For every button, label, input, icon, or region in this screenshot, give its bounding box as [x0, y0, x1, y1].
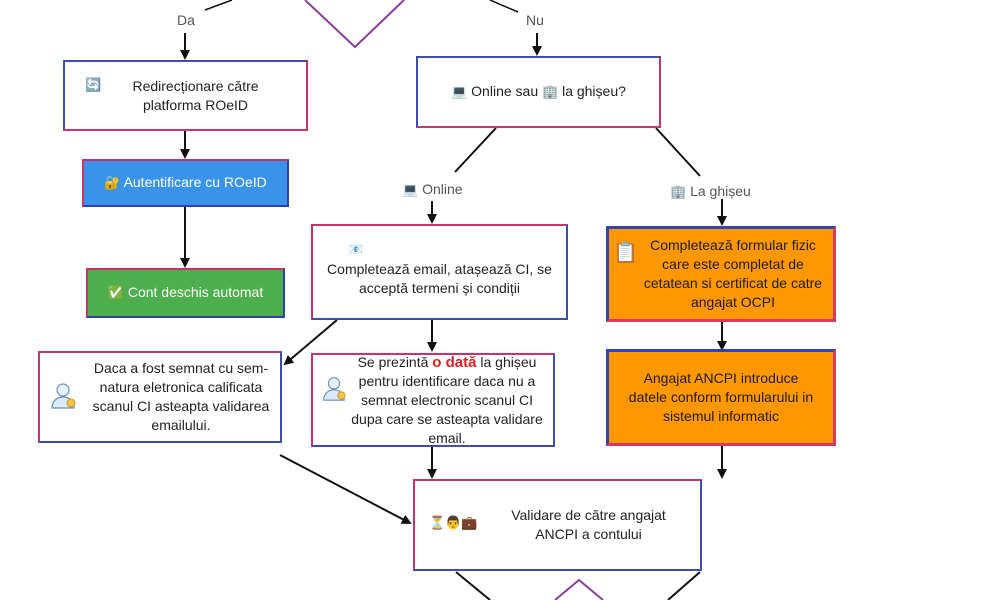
decision-diamond-bottom	[554, 578, 604, 600]
validare-icons: ⏳👨💼	[429, 516, 478, 531]
node-validare-cont: ⏳👨💼 Validare de către angajat ANCPI a co…	[413, 479, 702, 571]
node-redirect-roeid: 🔄 Redirecționare către platforma ROeID	[63, 60, 308, 131]
node-prezinta-ghiseu: Se prezintă o dată la ghișeu pentru iden…	[311, 353, 555, 447]
connector-online-branch	[454, 127, 497, 173]
clipboard-icon: 📋	[613, 240, 638, 264]
node-cont-text: ✅ Cont deschis automat	[107, 284, 264, 301]
node-completeaza-email: 📧 Completează email, atașează CI, se acc…	[311, 224, 568, 320]
label-la-ghiseu: 🏢 La ghișeu	[670, 183, 751, 200]
office-building-icon: 🏢	[670, 185, 687, 200]
node-validare-text: Validare de către angajat ANCPI a contul…	[511, 507, 666, 542]
connector-bottom-right	[667, 571, 701, 600]
office-building-icon: 🏢	[542, 85, 559, 100]
person-avatar-icon	[47, 379, 79, 411]
node-prezinta-text: Se prezintă o dată la ghișeu pentru iden…	[351, 353, 543, 446]
node-formular-fizic: 📋 Completează formular fizic care este c…	[606, 226, 836, 322]
check-mark-icon: ✅	[107, 286, 124, 301]
connector-nu	[489, 0, 519, 13]
arrow-email-to-semnat	[283, 319, 338, 366]
refresh-icon: 🔄	[85, 78, 102, 93]
node-angajat-introduce: Angajat ANCPI introduce datele conform f…	[606, 349, 836, 446]
connector-bottom-left	[455, 571, 491, 600]
lock-key-icon: 🔐	[104, 176, 121, 191]
laptop-icon: 💻	[451, 85, 468, 100]
node-autentificare-roeid: 🔐 Autentificare cu ROeID	[82, 159, 289, 207]
node-online-or-ghiseu: 💻 Online sau 🏢 la ghișeu?	[416, 56, 661, 128]
node-online-or-ghiseu-text: 💻 Online sau 🏢 la ghișeu?	[451, 83, 626, 100]
connector-ghiseu-branch	[655, 127, 701, 177]
decision-diamond-top	[304, 0, 405, 49]
label-nu: Nu	[526, 12, 544, 28]
arrow-semnat-to-validare	[279, 454, 412, 524]
node-formular-text: Completează formular fizic care este com…	[643, 237, 823, 310]
person-avatar-icon	[319, 373, 349, 403]
node-email-text: Completează email, atașează CI, se accep…	[327, 261, 552, 296]
node-introduce-text: Angajat ANCPI introduce datele conform f…	[628, 370, 814, 424]
node-redirect-text: Redirecționare către platforma ROeID	[132, 77, 259, 113]
connector-da	[204, 0, 233, 11]
node-semnat-text: Daca a fost semnat cu sem-natura eletron…	[92, 360, 270, 433]
label-online: 💻 Online	[402, 181, 463, 198]
email-icon: 📧	[349, 243, 363, 256]
highlight-o-data: o dată	[432, 353, 477, 371]
label-da: Da	[177, 12, 195, 28]
laptop-icon: 💻	[402, 183, 419, 198]
node-cont-deschis: ✅ Cont deschis automat	[86, 268, 285, 318]
node-auth-text: 🔐 Autentificare cu ROeID	[104, 174, 267, 191]
node-semnat-electronic: Daca a fost semnat cu sem-natura eletron…	[38, 351, 282, 443]
